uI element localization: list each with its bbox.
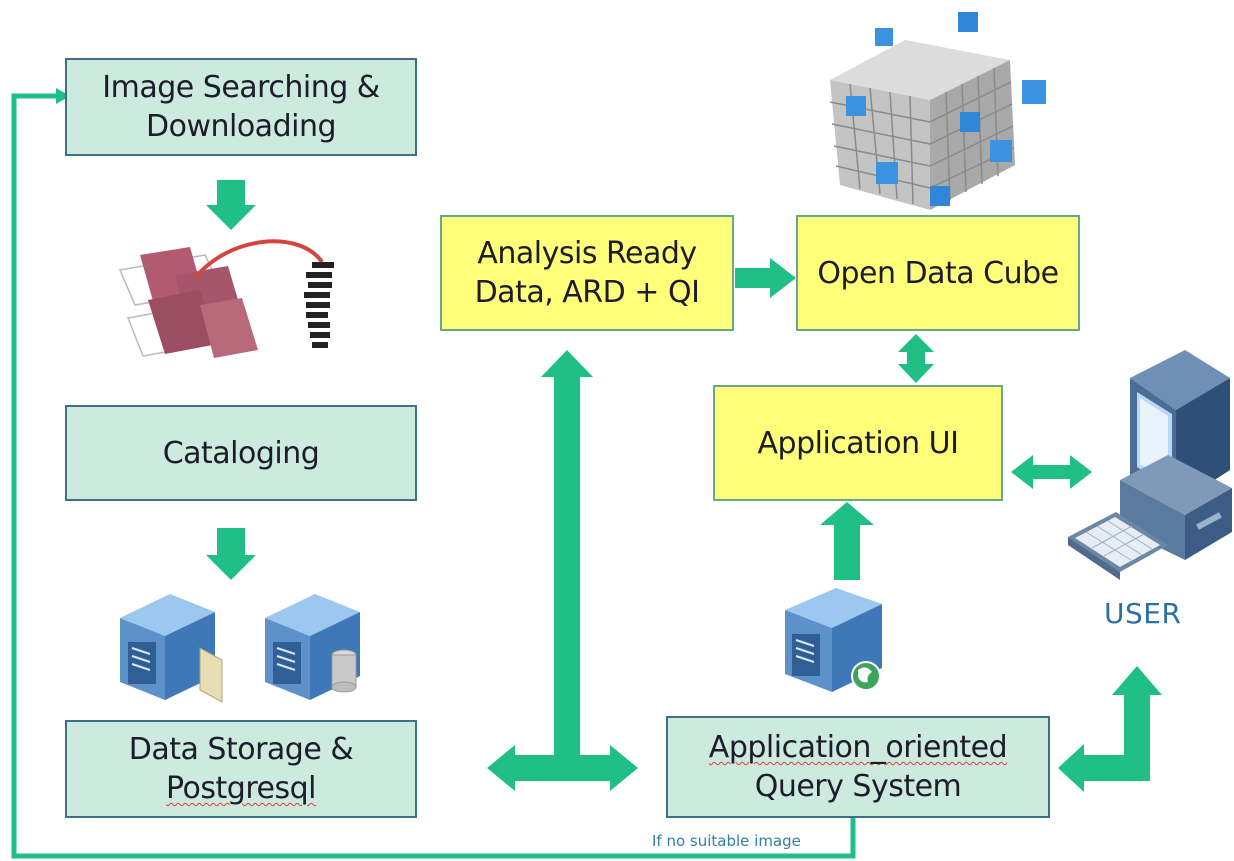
feedback-label: If no suitable image [652,832,801,850]
cube-ui-double-arrow [898,334,934,383]
desktop-computer-icon [1068,350,1232,580]
user-label: USER [1104,597,1182,630]
web-server-icon [785,588,882,692]
server-to-ui-arrow [820,502,874,580]
query-system-box: Application_oriented Query System [666,716,1050,818]
data-cube-icon [829,12,1046,210]
ard-box: Analysis Ready Data, ARD + QI [440,215,734,331]
cataloging-box: Cataloging [65,405,417,501]
down-arrow-1 [206,180,256,230]
ard-vertical-arrow [541,350,593,760]
data-storage-line2: Postgresql [166,771,316,806]
satellite-image-stack-icon [118,239,334,358]
image-searching-box: Image Searching & Downloading [65,58,417,156]
feedback-loop-line [11,93,856,859]
database-server-icon [265,594,360,700]
server-icon [120,594,223,703]
application-ui-box: Application UI [713,385,1003,501]
data-storage-line1: Data Storage & [128,732,354,767]
open-data-cube-box: Open Data Cube [796,215,1080,331]
feedback-loop-arrowhead [56,88,70,104]
query-system-line1: Application_oriented [708,730,1008,765]
ui-user-double-arrow [1011,455,1092,489]
user-query-elbow-arrow [1058,666,1162,792]
storage-query-double-arrow [487,745,638,791]
data-storage-box: Data Storage & Postgresql [65,720,417,818]
query-system-line2: Query System [754,769,962,804]
ard-to-cube-arrow [735,258,796,298]
down-arrow-2 [206,528,256,580]
